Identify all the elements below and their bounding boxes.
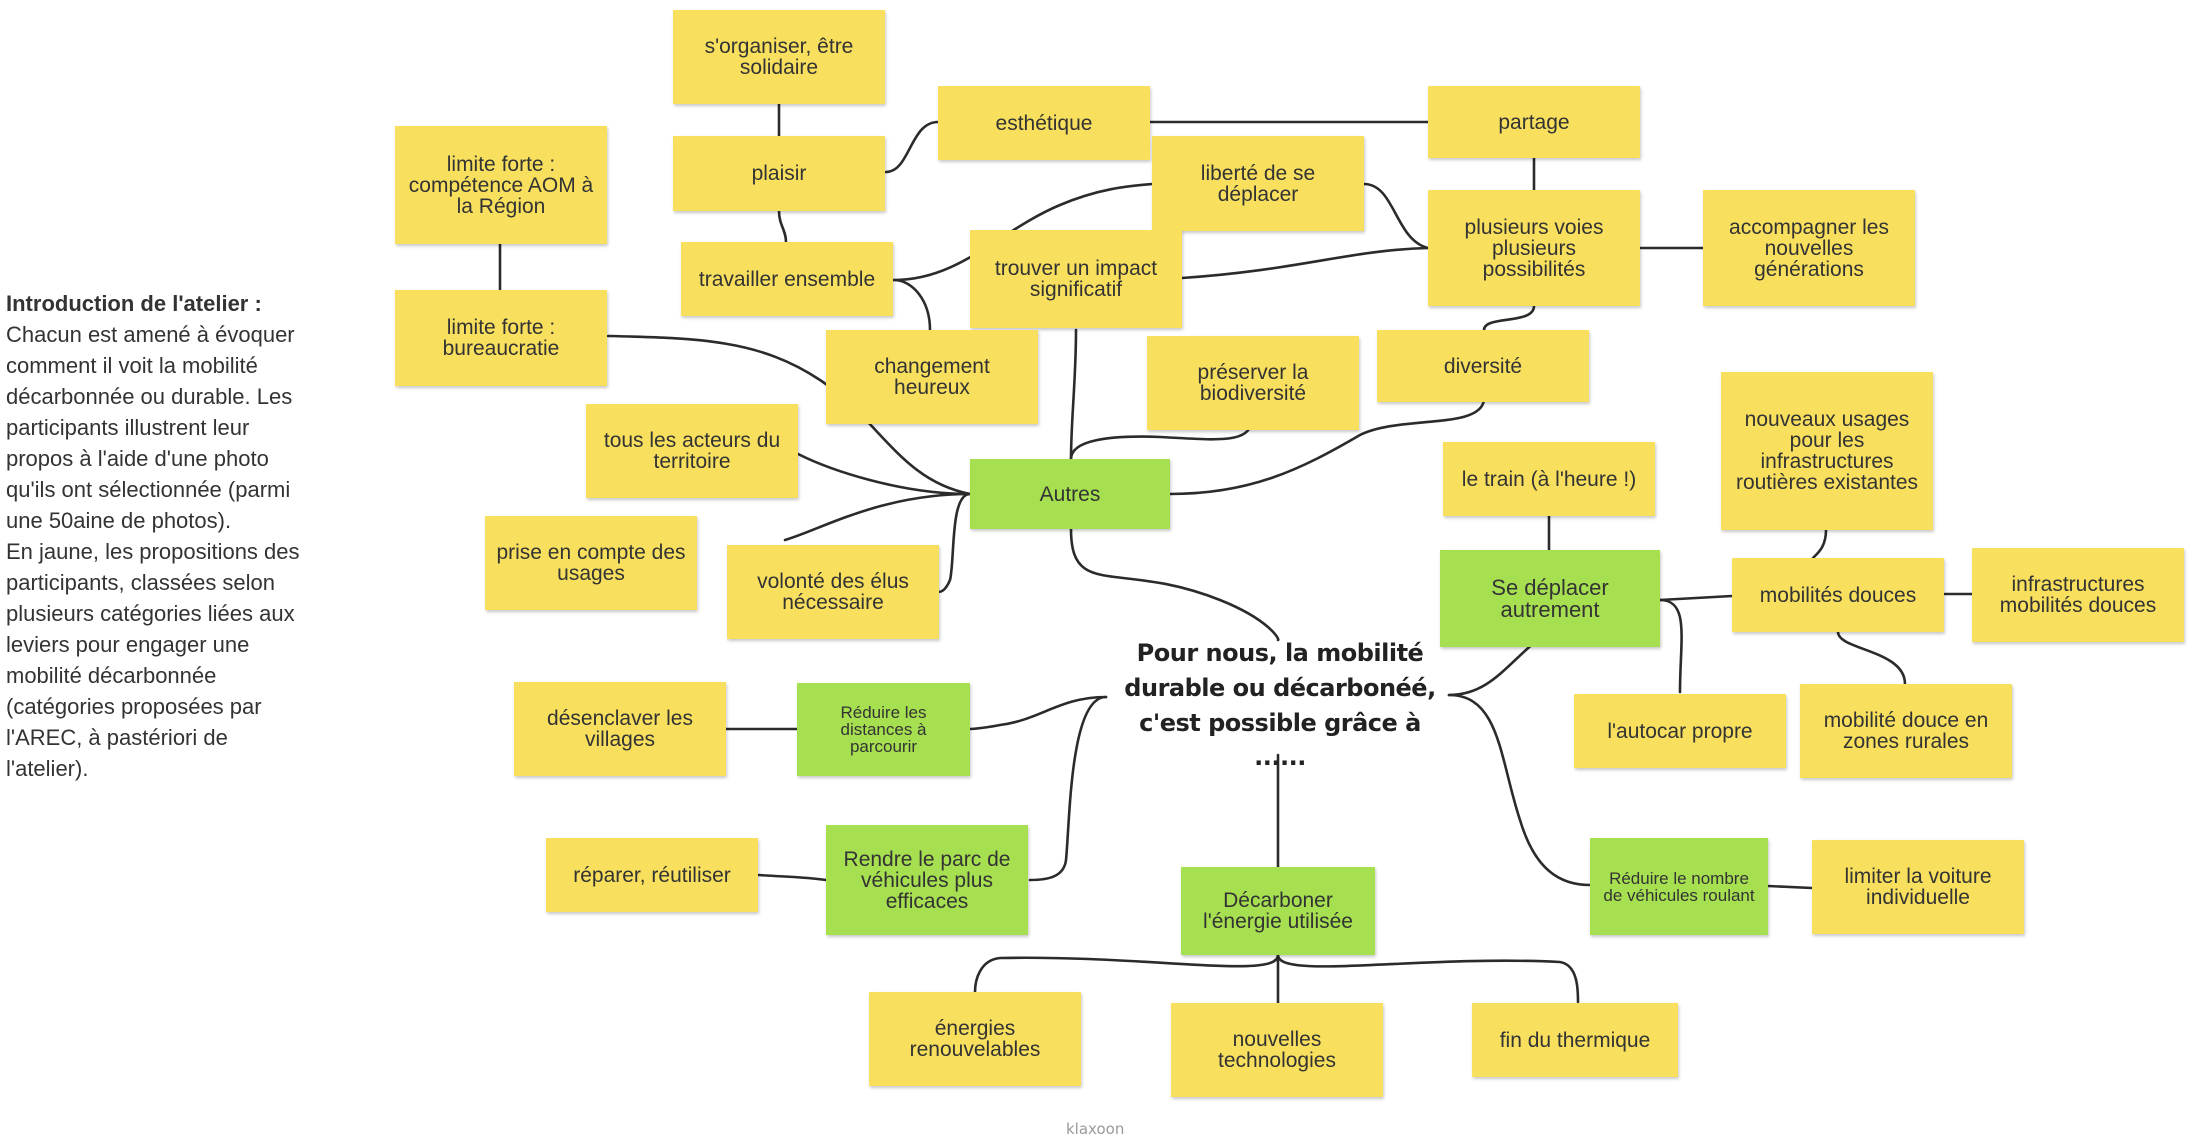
note-fin-thermique[interactable]: fin du thermique bbox=[1472, 1003, 1678, 1077]
category-se-deplacer-autrement[interactable]: Se déplacer autrement bbox=[1440, 550, 1660, 647]
note-limiter-voiture[interactable]: limiter la voiture individuelle bbox=[1812, 840, 2024, 934]
central-question-line-2: durable ou décarbonéé, bbox=[1124, 673, 1436, 702]
note-tous-acteurs[interactable]: tous les acteurs du territoire bbox=[586, 404, 798, 498]
link-plaisir-esthetique bbox=[884, 120, 940, 174]
link-travailler-liberte bbox=[892, 182, 1154, 282]
note-changement-heureux[interactable]: changement heureux bbox=[826, 330, 1038, 424]
note-energies-renouvelables[interactable]: énergies renouvelables bbox=[869, 992, 1081, 1086]
link-autres-preserver bbox=[1069, 413, 1254, 461]
link-travailler-changement bbox=[892, 278, 932, 332]
note-plaisir[interactable]: plaisir bbox=[673, 136, 885, 211]
link-center-reduire-nombre bbox=[1447, 693, 1592, 887]
link-sedeplacer-mobilites bbox=[1658, 594, 1734, 602]
link-autres-trouver-impact bbox=[1069, 328, 1078, 461]
central-question-line-1: Pour nous, la mobilité bbox=[1136, 639, 1424, 667]
link-autres-bureaucratie bbox=[606, 334, 972, 496]
note-limite-bureaucratie[interactable]: limite forte : bureaucratie bbox=[395, 290, 607, 386]
note-train[interactable]: le train (à l'heure !) bbox=[1443, 442, 1655, 516]
category-reduire-nombre-vehicules[interactable]: Réduire le nombre de véhicules roulant bbox=[1590, 838, 1768, 935]
note-plusieurs-voies[interactable]: plusieurs voies plusieurs possibilités bbox=[1428, 190, 1640, 306]
note-preserver-biodiversite[interactable]: préserver la biodiversité bbox=[1147, 336, 1359, 430]
note-mobilite-douce-rurale[interactable]: mobilité douce en zones rurales bbox=[1800, 684, 2012, 778]
note-nouvelles-technologies[interactable]: nouvelles technologies bbox=[1171, 1003, 1383, 1097]
link-plaisir-travailler bbox=[777, 209, 788, 244]
link-decarboner-renouv bbox=[973, 953, 1280, 994]
central-question[interactable]: Pour nous, la mobilité durable ou décarb… bbox=[1110, 636, 1450, 775]
link-sedeplacer-autocar bbox=[1658, 598, 1683, 694]
note-reparer-reutiliser[interactable]: réparer, réutiliser bbox=[546, 838, 758, 912]
link-liberte-plusieurs bbox=[1362, 182, 1430, 250]
category-rendre-parc[interactable]: Rendre le parc de véhicules plus efficac… bbox=[826, 825, 1028, 935]
note-desenclaver-villages[interactable]: désenclaver les villages bbox=[514, 682, 726, 776]
note-autocar-propre[interactable]: l'autocar propre bbox=[1574, 694, 1786, 768]
workshop-intro-text: Introduction de l'atelier : Chacun est a… bbox=[6, 288, 316, 784]
link-autres-diversite bbox=[1168, 398, 1486, 496]
note-mobilites-douces[interactable]: mobilités douces bbox=[1732, 558, 1944, 632]
note-nouveaux-usages[interactable]: nouveaux usages pour les infrastructures… bbox=[1721, 372, 1933, 530]
link-reparer-rendre bbox=[756, 873, 828, 882]
note-liberte[interactable]: liberté de se déplacer bbox=[1152, 136, 1364, 231]
link-reduire-nombre-limiter bbox=[1766, 884, 1814, 890]
note-prise-en-compte[interactable]: prise en compte des usages bbox=[485, 516, 697, 610]
note-volonte-elus[interactable]: volonté des élus nécessaire bbox=[727, 545, 939, 639]
link-autres-volonte bbox=[936, 492, 972, 594]
category-reduire-distances[interactable]: Réduire les distances à parcourir bbox=[797, 683, 970, 776]
central-question-line-3: c'est possible grâce à ...... bbox=[1139, 708, 1421, 772]
category-autres[interactable]: Autres bbox=[970, 459, 1170, 529]
intro-paragraph-2: En jaune, les propositions des participa… bbox=[6, 539, 300, 781]
note-esthetique[interactable]: esthétique bbox=[938, 86, 1150, 160]
link-center-reduire-distances bbox=[968, 695, 1108, 731]
klaxoon-watermark: klaxoon bbox=[1066, 1120, 1125, 1138]
note-trouver-impact[interactable]: trouver un impact significatif bbox=[970, 230, 1182, 328]
link-mobilites-rurale bbox=[1836, 630, 1907, 686]
note-sorganiser[interactable]: s'organiser, être solidaire bbox=[673, 10, 885, 104]
link-center-rendre-parc bbox=[1028, 695, 1108, 882]
link-autres-prise-compte bbox=[783, 492, 972, 542]
note-partage[interactable]: partage bbox=[1428, 86, 1640, 158]
link-trouver-plusieurs bbox=[1180, 246, 1430, 280]
note-diversite[interactable]: diversité bbox=[1377, 330, 1589, 402]
category-decarboner-energie[interactable]: Décarboner l'énergie utilisée bbox=[1181, 867, 1375, 955]
note-limite-aom[interactable]: limite forte : compétence AOM à la Régio… bbox=[395, 126, 607, 244]
link-nouveaux-mobilites bbox=[1810, 528, 1828, 562]
note-accompagner[interactable]: accompagner les nouvelles générations bbox=[1703, 190, 1915, 306]
link-autres-center bbox=[1069, 527, 1280, 642]
note-travailler-ensemble[interactable]: travailler ensemble bbox=[681, 242, 893, 316]
link-autres-tous-acteurs bbox=[796, 452, 972, 496]
link-decarboner-thermique bbox=[1276, 953, 1580, 1004]
link-plusieurs-diversite bbox=[1482, 304, 1536, 332]
intro-title: Introduction de l'atelier : bbox=[6, 291, 262, 316]
intro-paragraph-1: Chacun est amené à évoquer comment il vo… bbox=[6, 322, 295, 533]
note-infrastructures-mobilites-douces[interactable]: infrastructures mobilités douces bbox=[1972, 548, 2184, 642]
